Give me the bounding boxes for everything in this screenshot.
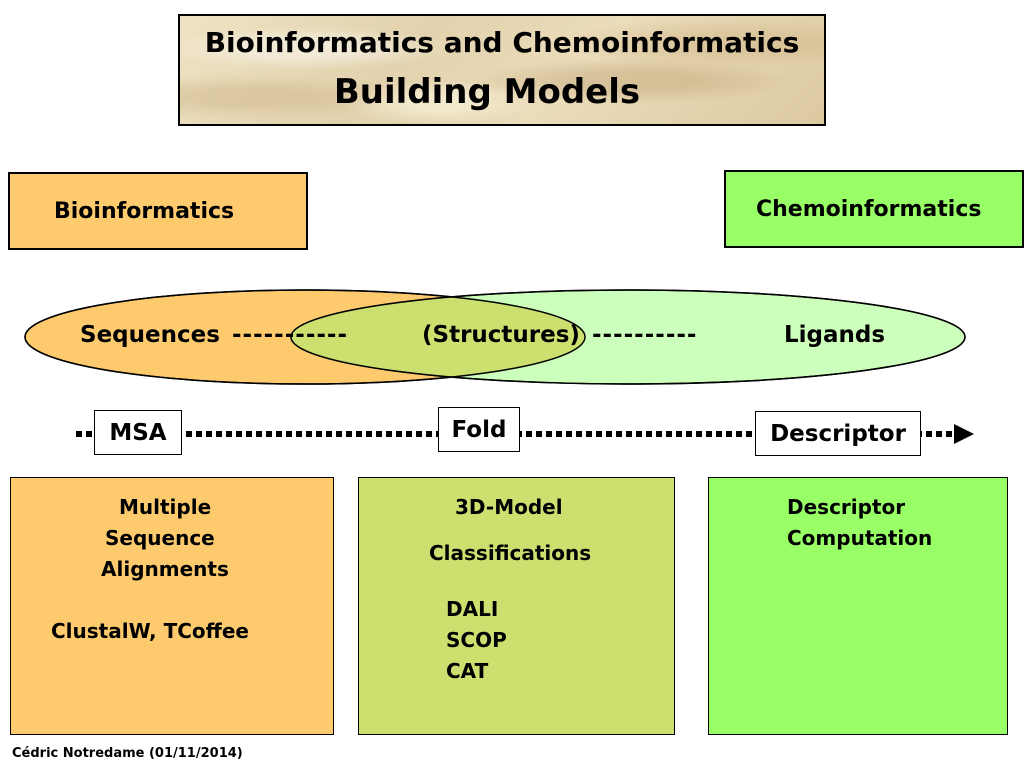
- arrowhead-icon: [954, 424, 974, 444]
- sequences-label: Sequences: [80, 322, 220, 348]
- title-box: Bioinformatics and Chemoinformatics Buil…: [178, 14, 826, 126]
- overlap-region: [291, 290, 585, 384]
- ligands-label: Ligands: [784, 322, 886, 348]
- panel-left-tools: ClustalW, TCoffee: [51, 619, 249, 643]
- bioinformatics-box: Bioinformatics: [8, 172, 308, 250]
- title-line-2: Building Models: [333, 72, 641, 112]
- structures-label: (Structures): [422, 322, 580, 348]
- descriptor-panel: Descriptor Computation: [708, 477, 1008, 735]
- panel-right-line-2: Computation: [787, 526, 933, 550]
- panel-mid-item-cat: CAT: [446, 659, 489, 683]
- panel-mid-subheading: Classifications: [429, 541, 592, 565]
- panel-right-line-1: Descriptor: [787, 495, 906, 519]
- msa-box: MSA: [94, 410, 182, 455]
- panel-mid-item-scop: SCOP: [446, 628, 507, 652]
- fold-box: Fold: [438, 407, 520, 452]
- footer-credit: Cédric Notredame (01/11/2014): [12, 746, 243, 761]
- dashes-left: -----------: [232, 322, 349, 348]
- ligands-ellipse-outline: [290, 289, 966, 385]
- descriptor-box: Descriptor: [755, 411, 921, 456]
- panel-left-line-3: Alignments: [101, 557, 229, 581]
- msa-panel: Multiple Sequence Alignments ClustalW, T…: [10, 477, 334, 735]
- chemoinformatics-box: Chemoinformatics: [724, 170, 1024, 248]
- panel-mid-heading: 3D-Model: [455, 495, 563, 519]
- sequences-ellipse-outline: [24, 289, 586, 385]
- title-line-1: Bioinformatics and Chemoinformatics: [204, 26, 800, 59]
- panel-mid-item-dali: DALI: [446, 597, 499, 621]
- dashes-right: ----------: [592, 322, 698, 348]
- venn-diagram: [24, 289, 966, 385]
- panel-left-line-2: Sequence: [105, 526, 215, 550]
- panel-left-line-1: Multiple: [119, 495, 212, 519]
- fold-panel: 3D-Model Classifications DALI SCOP CAT: [358, 477, 675, 735]
